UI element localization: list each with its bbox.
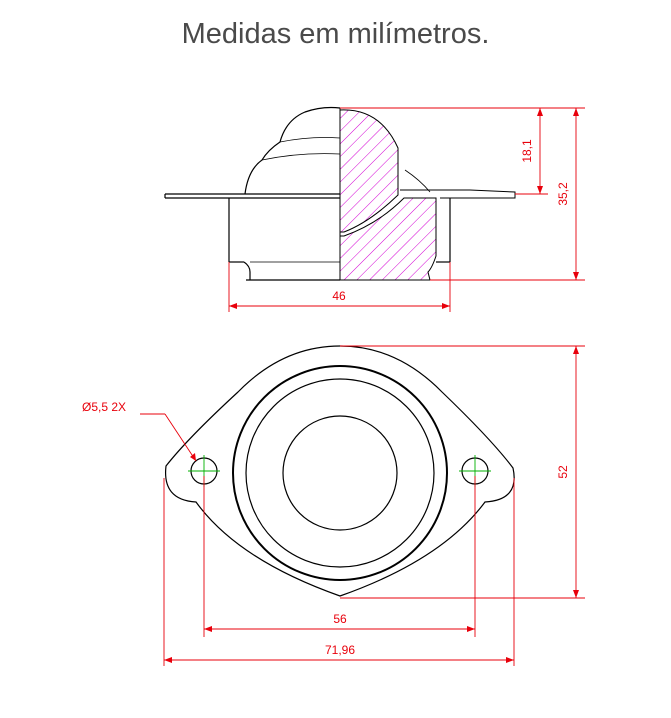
flange-outline: [164, 345, 515, 597]
side-view: 46 18,1 35,2: [164, 106, 585, 312]
flange: [164, 169, 516, 199]
top-dimensions: [140, 345, 585, 666]
dim-top-height: 52: [556, 465, 570, 479]
housing-body: [228, 108, 451, 281]
top-view: Ø5,5 2X 56 71,96 52: [82, 345, 585, 666]
dim-side-width: 46: [332, 289, 346, 303]
dim-overall-width: 71,96: [325, 643, 355, 657]
dim-hole-spacing: 56: [333, 612, 347, 626]
ball-cap-outline: [244, 106, 341, 195]
dim-cap-height: 18,1: [520, 139, 534, 163]
middle-ring: [245, 378, 435, 568]
outer-ring: [232, 365, 448, 581]
ball-circle: [282, 415, 398, 531]
hole-callout: Ø5,5 2X: [82, 400, 126, 414]
section-hatch: [339, 109, 437, 281]
side-dimensions: [228, 107, 585, 312]
page-title: Medidas em milímetros.: [181, 18, 490, 50]
dim-total-height: 35,2: [556, 182, 570, 206]
